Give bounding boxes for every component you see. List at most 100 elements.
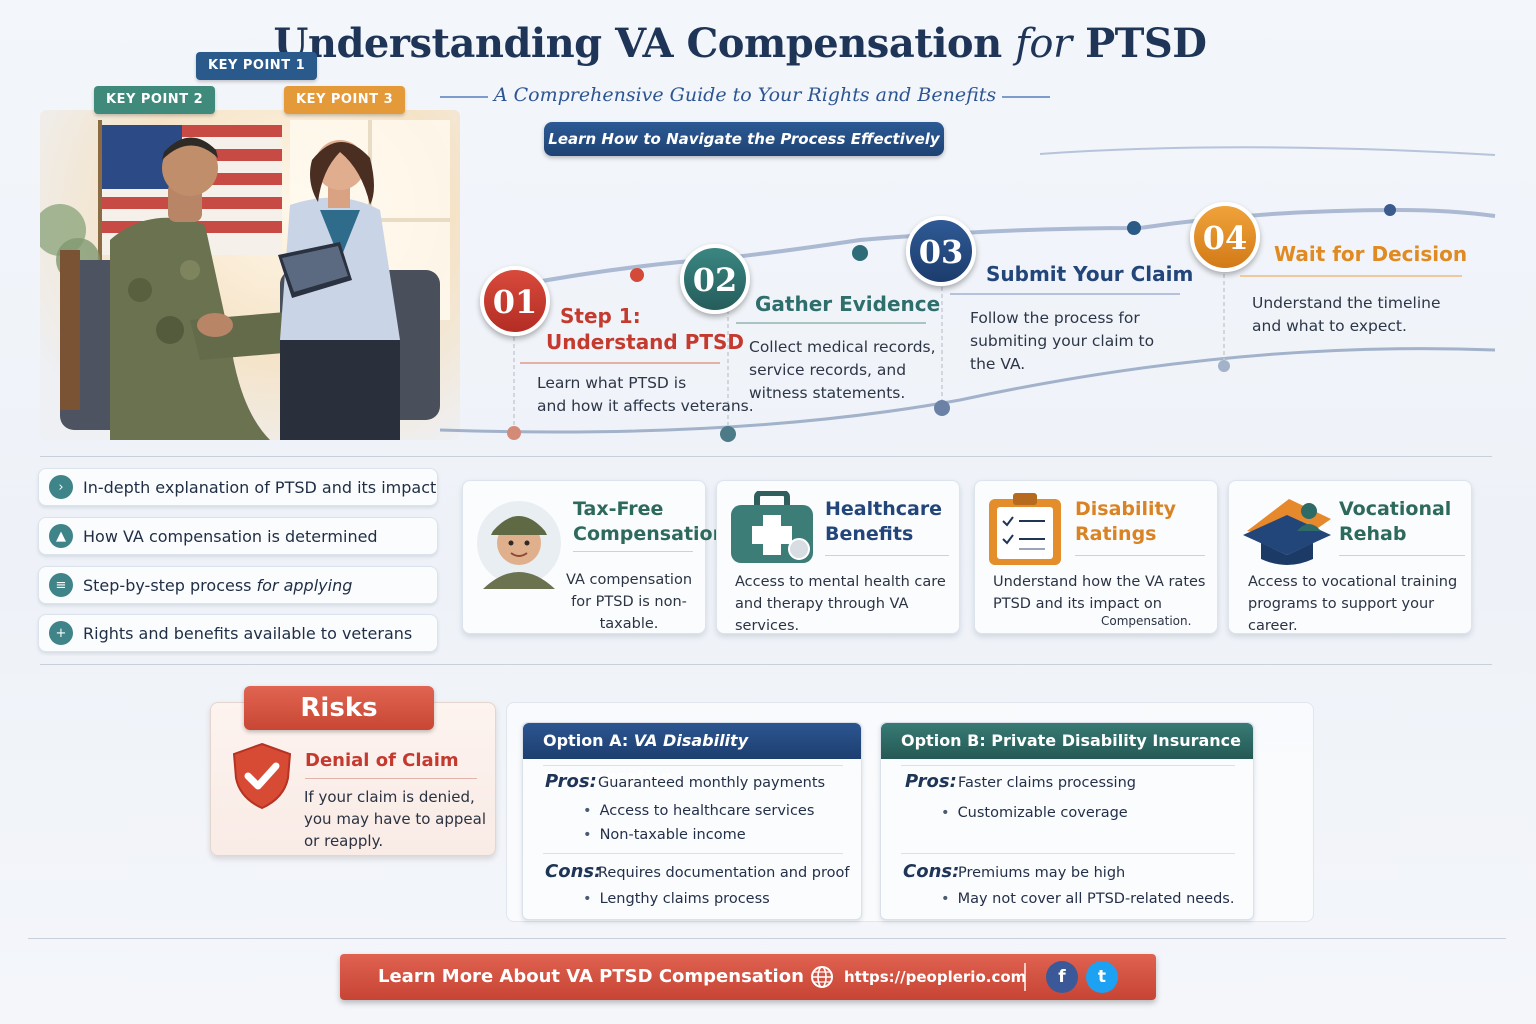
option-a-pro-3: Non-taxable income	[583, 827, 746, 843]
step-4-text-line2: and what to expect.	[1252, 317, 1407, 335]
option-b-con-1: Premiums may be high	[958, 865, 1126, 881]
option-b-pro-2-text: Customizable coverage	[957, 805, 1128, 821]
step-4-text: Understand the timeline and what to expe…	[1252, 292, 1441, 338]
section-divider-middle	[40, 664, 1492, 665]
benefit-card-vocational-rehab[interactable]: Vocational Rehab Access to vocational tr…	[1228, 480, 1472, 634]
website-link[interactable]: https://peoplerio.com	[844, 968, 1027, 986]
step-4-title: Wait for Decision	[1274, 242, 1468, 266]
option-b-pro-1: Faster claims processing	[958, 775, 1136, 791]
card-1-title: Tax-Free Compensation	[573, 497, 726, 547]
feature-item-compensation-determined[interactable]: ▲ How VA compensation is determined	[38, 517, 438, 555]
path-node-7	[1127, 221, 1141, 235]
path-node-1	[507, 426, 521, 440]
navigate-process-button[interactable]: Learn How to Navigate the Process Effect…	[544, 122, 944, 156]
key-point-3-badge[interactable]: KEY POINT 3	[284, 86, 406, 114]
option-a-header: Option A: VA Disability Compensation	[523, 723, 861, 786]
card-4-text: Access to vocational training programs t…	[1248, 571, 1471, 637]
step-1-text-line2: and how it affects veterans.	[537, 397, 754, 415]
veteran-consultation-illustration	[40, 120, 450, 440]
risk-rule	[305, 778, 477, 779]
option-b-con-2-text: May not cover all PTSD-related needs.	[957, 891, 1235, 907]
option-a-cons-label: Cons:	[545, 861, 602, 882]
step-2-text-line2: service records, and	[749, 361, 907, 379]
risk-text-line2: you may have to appeal	[304, 810, 486, 828]
footer-separator	[1024, 963, 1026, 991]
card-3-title-line1: Disability	[1075, 498, 1177, 520]
step-1-number: 01	[480, 266, 550, 336]
card-2-text-line1: Access to mental health care	[735, 574, 946, 590]
card-2-title-line2: Benefits	[825, 523, 914, 545]
step-2-text-line1: Collect medical records,	[749, 338, 936, 356]
card-1-text-line2: for PTSD is non-taxable.	[571, 594, 687, 632]
risk-item-text: If your claim is denied, you may have to…	[304, 786, 486, 852]
feature-item-rights-benefits[interactable]: + Rights and benefits available to veter…	[38, 614, 438, 652]
option-b-cons-label: Cons:	[903, 861, 960, 882]
step-3-text: Follow the process for submiting your cl…	[970, 307, 1154, 376]
step-1-title-line1: Step 1:	[560, 304, 641, 328]
medical-kit-icon	[731, 491, 813, 563]
benefit-card-disability-ratings[interactable]: Disability Ratings Understand how the VA…	[974, 480, 1218, 634]
path-node-8	[1384, 204, 1396, 216]
feature-item-ptsd-explanation[interactable]: › In-depth explanation of PTSD and its i…	[38, 468, 438, 506]
key-point-2-badge[interactable]: KEY POINT 2	[94, 86, 216, 114]
benefit-card-healthcare[interactable]: Healthcare Benefits Access to mental hea…	[716, 480, 960, 634]
counselor-figure	[278, 140, 400, 440]
clipboard-icon	[989, 493, 1061, 565]
page-title: Understanding VA Compensation for PTSD	[0, 20, 1480, 67]
risk-text-line3: or reapply.	[304, 832, 384, 850]
facebook-icon[interactable]: f	[1046, 961, 1078, 993]
option-b-pro-2: Customizable coverage	[941, 805, 1128, 821]
card-3-text-line2: PTSD and its impact on	[993, 596, 1162, 612]
key-point-1-badge[interactable]: KEY POINT 1	[196, 52, 318, 80]
path-node-4	[1218, 360, 1230, 372]
step-1-text-line1: Learn what PTSD is	[537, 374, 687, 392]
path-node-2	[720, 426, 736, 442]
list-icon: ≡	[49, 573, 73, 597]
card-3-text-line1: Understand how the VA rates	[993, 574, 1206, 590]
option-b-pros-label: Pros:	[905, 771, 957, 792]
card-3-rule	[1075, 555, 1205, 556]
option-a-rule-mid	[543, 853, 843, 854]
risks-heading: Risks	[244, 686, 434, 730]
twitter-icon[interactable]: t	[1086, 961, 1118, 993]
graduation-cap-icon	[1243, 499, 1331, 565]
card-3-text-line3: Compensation.	[1101, 614, 1192, 628]
risk-text-line1: If your claim is denied,	[304, 788, 475, 806]
step-2-number: 02	[680, 244, 750, 314]
card-1-text: VA compensation for PTSD is non-taxable.	[549, 569, 709, 635]
step-2-rule	[736, 322, 926, 324]
option-a-head-italic: VA Disability Compensation	[543, 731, 749, 786]
option-a-con-1: Requires documentation and proof	[598, 865, 850, 881]
hero-illustration	[40, 110, 460, 440]
step-3-text-line3: the VA.	[970, 355, 1026, 373]
feature-4-text: Rights and benefits available to veteran…	[83, 623, 413, 643]
step-3-title: Submit Your Claim	[986, 262, 1194, 286]
footer-bar: Learn More About VA PTSD Compensation ht…	[340, 954, 1156, 1000]
subtitle: A Comprehensive Guide to Your Rights and…	[440, 84, 1050, 106]
step-1-rule	[520, 362, 720, 364]
step-2-text-line3: witness statements.	[749, 384, 906, 402]
steps-path	[440, 146, 1496, 442]
step-3-number: 03	[906, 216, 976, 286]
card-4-text-line1: Access to vocational training	[1248, 574, 1458, 590]
learn-more-link[interactable]: Learn More About VA PTSD Compensation	[378, 966, 804, 987]
option-a-head-plain: Option A:	[543, 731, 629, 750]
feature-item-step-by-step[interactable]: ≡ Step-by-step process for applying	[38, 566, 438, 604]
card-2-title: Healthcare Benefits	[825, 497, 942, 547]
option-b-con-2: May not cover all PTSD-related needs.	[941, 891, 1235, 907]
card-4-text-line2: programs to support your career.	[1248, 596, 1435, 634]
option-a-pro-3-text: Non-taxable income	[599, 827, 746, 843]
option-a-rule-top	[543, 765, 843, 766]
plus-icon: +	[49, 621, 73, 645]
step-1-text: Learn what PTSD is and how it affects ve…	[537, 372, 754, 418]
option-a-pros-label: Pros:	[545, 771, 597, 792]
title-end: PTSD	[1085, 20, 1207, 67]
option-b-rule-top	[901, 765, 1235, 766]
option-b-card[interactable]: Option B: Private Disability Insurance P…	[880, 722, 1254, 920]
title-main: Understanding VA Compensation	[273, 20, 1002, 67]
benefit-card-tax-free[interactable]: Tax-Free Compensation VA compensation fo…	[462, 480, 726, 635]
risk-item-title: Denial of Claim	[305, 750, 459, 771]
chevron-right-icon: ›	[49, 475, 73, 499]
option-a-card[interactable]: Option A: VA Disability Compensation Pro…	[522, 722, 862, 920]
option-a-pro-2-text: Access to healthcare services	[599, 803, 815, 819]
